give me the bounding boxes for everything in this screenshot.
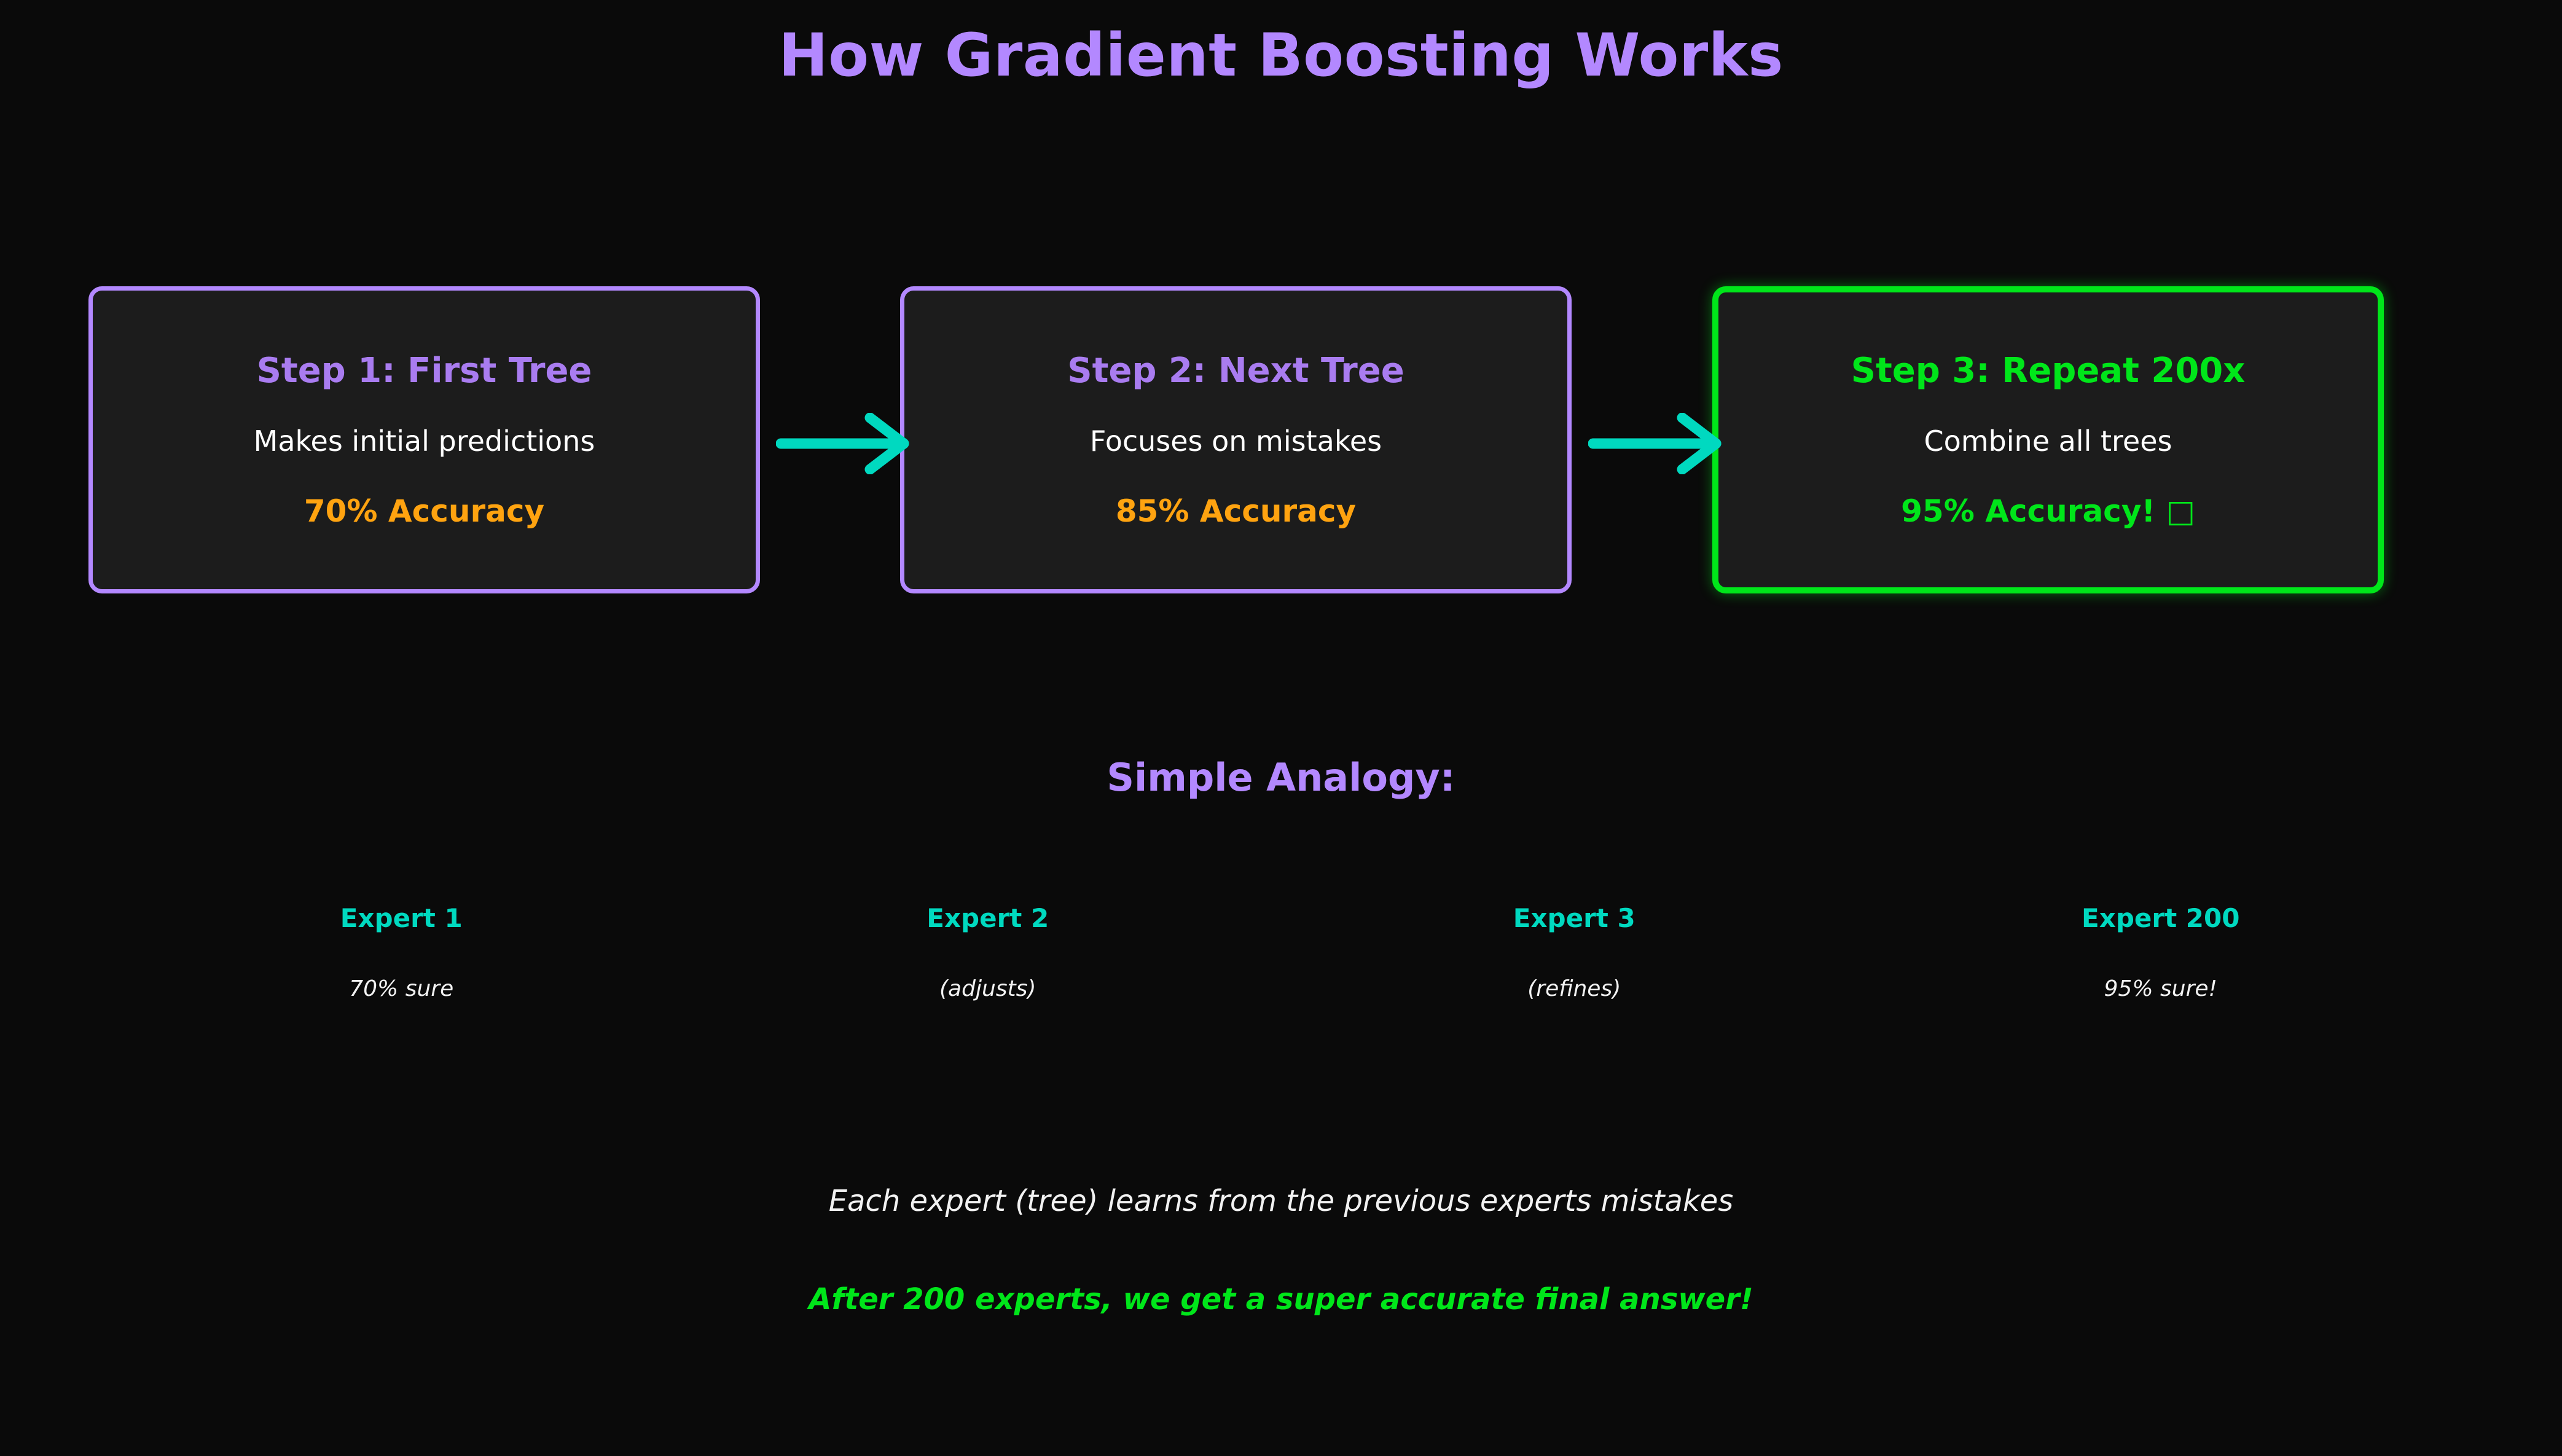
expert-item-1: Expert 1 70% sure [108,903,695,1003]
expert-1-sub: 70% sure [349,976,454,1002]
step-card-2-title: Step 2: Next Tree [1067,350,1404,391]
expert-1-name: Expert 1 [340,903,463,933]
arrow-right-icon [775,412,911,475]
expert-item-200: Expert 200 95% sure! [1868,903,2454,1003]
expert-2-sub: (adjusts) [939,976,1036,1002]
step-card-3-description: Combine all trees [1924,425,2172,458]
step-card-3-title: Step 3: Repeat 200x [1851,350,2246,391]
step-card-1-accuracy: 70% Accuracy [304,493,545,530]
note-line-2: After 200 experts, we get a super accura… [809,1282,1753,1317]
arrow-right-icon [1588,412,1723,475]
page-title: How Gradient Boosting Works [778,21,1784,90]
step-card-2: Step 2: Next Tree Focuses on mistakes 85… [900,286,1572,593]
expert-200-name: Expert 200 [2082,903,2240,933]
step-card-2-description: Focuses on mistakes [1089,425,1382,458]
step-card-1-description: Makes initial predictions [253,425,595,458]
step-card-3-accuracy: 95% Accuracy! □ [1901,493,2195,530]
expert-3-name: Expert 3 [1513,903,1636,933]
note-line-1: Each expert (tree) learns from the previ… [828,1184,1734,1218]
expert-item-2: Expert 2 (adjusts) [695,903,1282,1003]
step-card-1: Step 1: First Tree Makes initial predict… [88,286,760,593]
expert-item-3: Expert 3 (refines) [1281,903,1868,1003]
expert-2-name: Expert 2 [926,903,1049,933]
experts-row: Expert 1 70% sure Expert 2 (adjusts) Exp… [108,903,2454,1003]
step-card-2-accuracy: 85% Accuracy [1115,493,1357,530]
expert-200-sub: 95% sure! [2104,976,2217,1002]
analogy-heading: Simple Analogy: [1107,755,1455,800]
steps-flow: Step 1: First Tree Makes initial predict… [88,286,2384,602]
expert-3-sub: (refines) [1527,976,1621,1002]
step-card-3: Step 3: Repeat 200x Combine all trees 95… [1712,286,2384,593]
step-card-1-title: Step 1: First Tree [256,350,592,391]
